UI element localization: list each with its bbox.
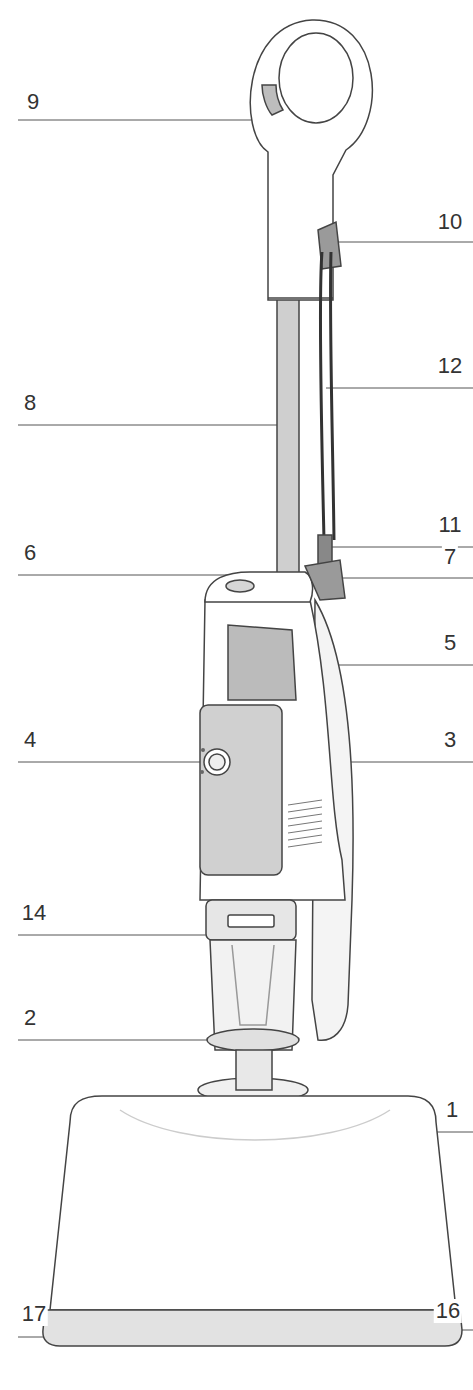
callout-number: 14 xyxy=(20,901,48,925)
handle-edge xyxy=(268,297,333,299)
cord xyxy=(330,252,334,540)
leader-line xyxy=(18,120,290,121)
vents xyxy=(288,800,322,847)
cap-button xyxy=(226,580,254,592)
leader-lines xyxy=(18,120,473,1337)
indicator xyxy=(201,748,205,752)
head-shading xyxy=(120,1110,390,1140)
control-panel xyxy=(200,705,282,875)
dial-center xyxy=(209,754,225,770)
plug xyxy=(318,535,332,565)
leader-line xyxy=(18,935,235,936)
filter-ring xyxy=(206,900,296,940)
callout-number: 9 xyxy=(25,90,41,114)
cup-disc xyxy=(207,1029,299,1051)
callout-number: 11 xyxy=(437,513,464,537)
callout-number: 8 xyxy=(22,391,38,415)
leader-line xyxy=(18,762,205,763)
callout-number: 2 xyxy=(22,1006,38,1030)
cord-hook xyxy=(305,560,345,600)
leader-line xyxy=(18,575,228,576)
cone xyxy=(232,945,274,1025)
callout-number: 1 xyxy=(444,1098,460,1122)
floor-head xyxy=(50,1096,456,1310)
callout-number: 17 xyxy=(20,1302,48,1326)
callout-number: 3 xyxy=(442,728,458,752)
top-cap xyxy=(205,572,313,602)
callout-number: 16 xyxy=(434,1299,462,1323)
stem xyxy=(277,290,299,580)
neck-joint xyxy=(236,1050,272,1090)
callout-number: 12 xyxy=(436,354,464,378)
mop-plate xyxy=(43,1310,462,1346)
leader-line xyxy=(18,425,286,426)
dial xyxy=(204,749,230,775)
leader-line xyxy=(326,388,473,389)
cord xyxy=(320,252,324,540)
callout-number: 10 xyxy=(436,210,464,234)
callout-number: 6 xyxy=(22,541,38,565)
indicator xyxy=(200,770,204,774)
handle-opening xyxy=(279,33,353,123)
handle xyxy=(250,20,372,300)
callout-number: 5 xyxy=(442,631,458,655)
water-tank-window xyxy=(228,625,296,700)
callout-number: 7 xyxy=(442,545,458,569)
callout-number: 4 xyxy=(22,728,38,752)
grip xyxy=(262,85,283,115)
filter-latch xyxy=(228,915,274,927)
vacuum-body xyxy=(43,20,462,1346)
body xyxy=(200,600,345,900)
